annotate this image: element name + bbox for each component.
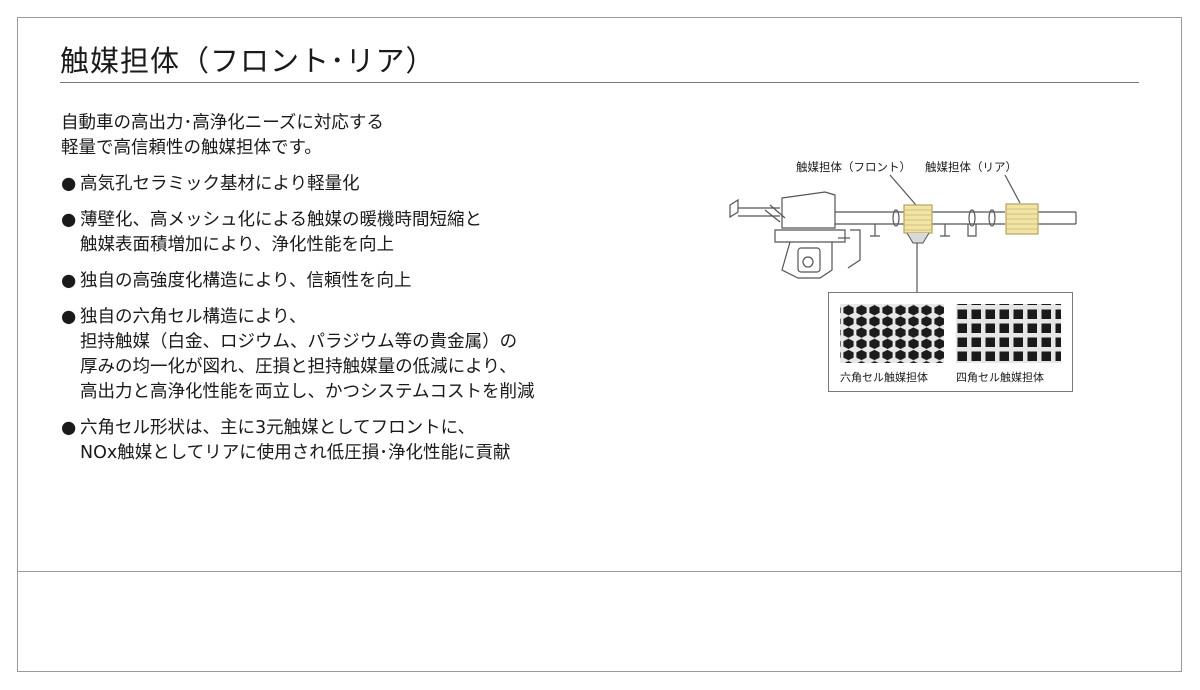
feature-text: 厚みの均一化が図れ、圧損と担持触媒量の低減により、 [80,357,517,377]
bullet-icon: ● [61,210,77,230]
feature-item: ●独自の高強度化構造により、信頼性を向上 [61,269,534,294]
hex-cell-caption: 六角セル触媒担体 [840,371,928,384]
front-leader-line [889,174,917,206]
feature-text: 高気孔セラミック基材により軽量化 [80,174,360,194]
cell-samples-graphic [840,304,1061,363]
cell-samples-panel: 六角セル触媒担体 四角セル触媒担体 [828,292,1073,392]
exhaust-system-diagram: 触媒担体（フロント） 触媒担体（リア） [720,150,1140,400]
engine-illustration [729,191,861,279]
label-rear-catalyst: 触媒担体（リア） [925,160,1017,174]
square-cell-image [956,304,1061,363]
feature-text: 担持触媒（白金、ロジウム、パラジウム等の貴金属）の [80,332,518,352]
feature-text: 高出力と高浄化性能を両立し、かつシステムコストを削減 [80,382,535,402]
exhaust-illustration [729,174,1077,292]
front-catalyst-shape [903,204,933,244]
exhaust-pipe [835,209,1077,237]
intro-line: 軽量で高信頼性の触媒担体です。 [61,138,322,158]
hexagonal-cell-image [840,304,944,363]
feature-text: 独自の高強度化構造により、信頼性を向上 [80,271,412,291]
square-cell-caption: 四角セル触媒担体 [956,371,1044,384]
feature-item: ●独自の六角セル構造により、 担持触媒（白金、ロジウム、パラジウム等の貴金属）の… [61,305,534,405]
feature-text: 六角セル形状は、主に3元触媒としてフロントに、 [80,418,476,438]
title-divider [60,82,1139,83]
feature-item: ●六角セル形状は、主に3元触媒としてフロントに、 NOx触媒としてリアに使用され… [61,416,534,466]
bullet-icon: ● [61,418,77,438]
feature-item: ●薄壁化、高メッシュ化による触媒の暖機時間短縮と 触媒表面積増加により、浄化性能… [61,208,534,258]
feature-text: 触媒表面積増加により、浄化性能を向上 [80,235,394,255]
rear-leader-line [1004,174,1021,204]
page-title: 触媒担体（フロント･リア） [60,44,436,78]
feature-text: 独自の六角セル構造により、 [80,307,307,327]
footer-frame [17,571,1182,672]
bullet-icon: ● [61,271,77,291]
label-front-catalyst: 触媒担体（フロント） [796,160,911,174]
feature-item: ●高気孔セラミック基材により軽量化 [61,172,534,197]
rear-catalyst-shape [1005,203,1039,235]
feature-text: NOx触媒としてリアに使用され低圧損･浄化性能に貢献 [80,443,511,463]
intro-text: 自動車の高出力･高浄化ニーズに対応する 軽量で高信頼性の触媒担体です。 [61,111,384,161]
bullet-icon: ● [61,307,77,327]
feature-text: 薄壁化、高メッシュ化による触媒の暖機時間短縮と [80,210,482,230]
intro-line: 自動車の高出力･高浄化ニーズに対応する [61,113,384,133]
feature-list: ●高気孔セラミック基材により軽量化 ●薄壁化、高メッシュ化による触媒の暖機時間短… [61,172,534,477]
bullet-icon: ● [61,174,77,194]
